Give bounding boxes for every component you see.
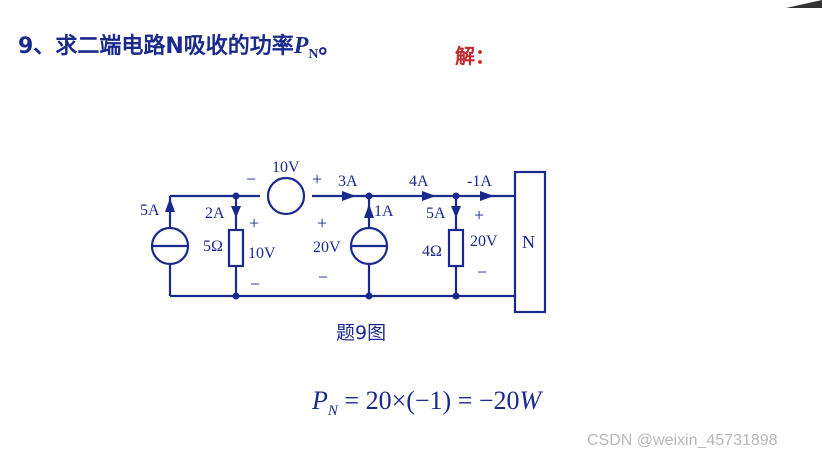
node-dot (232, 292, 240, 300)
node-dot (452, 292, 460, 300)
resistor-4ohm (447, 228, 465, 268)
power-symbol: P (293, 33, 309, 59)
label-r5-plus: + (249, 213, 259, 233)
label-mid-source-voltage: 20V (313, 239, 341, 256)
formula-lhs: P (312, 386, 328, 415)
label-r4-value: 4Ω (422, 243, 442, 260)
label-top-source-plus: + (312, 169, 322, 189)
node-dot (232, 192, 240, 200)
corner-fragment (786, 0, 822, 8)
label-mid-source-current: 1A (374, 203, 394, 220)
label-r5-value: 5Ω (203, 238, 223, 255)
network-n-box (513, 170, 547, 314)
label-r5-minus: − (250, 274, 260, 294)
label-n-box: N (522, 232, 535, 252)
top-voltage-source (266, 176, 306, 216)
question-number: 9、 (18, 34, 56, 59)
arrow-r4-down (451, 206, 461, 218)
label-mid-minus: − (318, 267, 328, 287)
arrow-left-source-up (165, 198, 175, 212)
power-formula: PN = 20×(−1) = −20W (312, 386, 542, 419)
label-n-current: -1A (467, 173, 492, 190)
arrow-1a-up (364, 204, 374, 218)
arrow-n-right (480, 191, 494, 201)
formula-unit: W (519, 386, 542, 415)
arrow-4a-right (422, 191, 436, 201)
question-text: 9、求二端电路N吸收的功率PN。 (18, 28, 341, 62)
label-top-source-voltage: 10V (272, 159, 300, 176)
label-r4-current: 5A (426, 205, 446, 222)
formula-rhs: = 20×(−1) = −20 (337, 386, 520, 415)
question-body: 求二端电路N吸收的功率 (55, 34, 294, 59)
arrow-r5-down (231, 206, 241, 218)
node-dot (452, 192, 460, 200)
label-r5-current: 2A (205, 205, 225, 222)
resistor-5ohm (227, 228, 245, 268)
label-left-source-current: 5A (140, 202, 160, 219)
answer-label: 解： (455, 44, 495, 68)
label-r5-voltage: 10V (248, 245, 276, 262)
label-top-source-minus: − (246, 169, 256, 189)
arrow-3a-right (342, 191, 356, 201)
label-n-plus: + (474, 205, 484, 225)
question-end: 。 (318, 34, 341, 59)
label-n-voltage: 20V (470, 233, 498, 250)
label-mid-plus: + (317, 213, 327, 233)
node-dot (365, 192, 373, 200)
label-top-current: 3A (338, 173, 358, 190)
node-dot (365, 292, 373, 300)
figure-caption: 题9图 (336, 322, 387, 344)
watermark: CSDN @weixin_45731898 (587, 432, 778, 449)
label-n-minus: − (477, 262, 487, 282)
formula-lhs-subscript: N (327, 403, 338, 419)
label-branch-current: 4A (409, 173, 429, 190)
power-subscript: N (308, 47, 319, 62)
